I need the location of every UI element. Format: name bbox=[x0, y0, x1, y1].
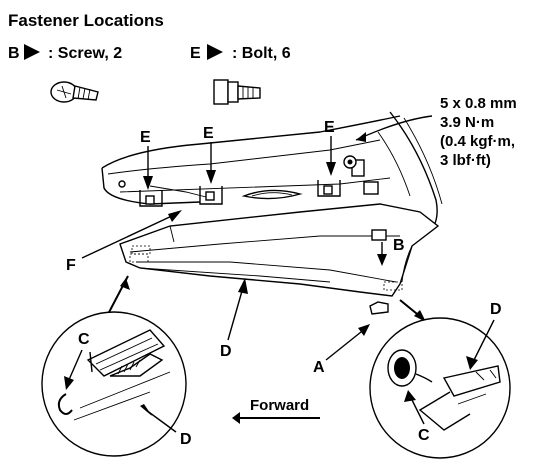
callout-a: A bbox=[313, 359, 325, 376]
callout-d-right: D bbox=[490, 301, 502, 318]
side-sill-panel bbox=[119, 203, 440, 297]
forward-indicator: Forward bbox=[232, 397, 320, 424]
torque-spec-line-2: 3.9 N·m bbox=[440, 114, 494, 131]
legend-screw-letter: B bbox=[8, 45, 20, 62]
legend-bolt-letter: E bbox=[190, 45, 201, 62]
torque-leader bbox=[355, 115, 433, 141]
legend-screw-arrow-icon bbox=[24, 44, 40, 60]
detail-right-circle bbox=[369, 317, 511, 459]
callout-c-left: C bbox=[78, 331, 90, 348]
torque-spec: 5 x 0.8 mm 3.9 N·m (0.4 kgf·m, 3 lbf·ft) bbox=[440, 95, 517, 169]
callout-f: F bbox=[66, 257, 76, 274]
legend-bolt-label: : Bolt, 6 bbox=[232, 45, 291, 62]
bracket-e-right bbox=[317, 180, 341, 197]
torque-spec-line-1: 5 x 0.8 mm bbox=[440, 95, 517, 112]
torque-spec-line-4: 3 lbf·ft) bbox=[440, 152, 491, 169]
torque-spec-line-3: (0.4 kgf·m, bbox=[440, 133, 515, 150]
legend-screw-label: : Screw, 2 bbox=[48, 45, 122, 62]
forward-arrow-icon bbox=[232, 412, 240, 424]
callout-d-panel: D bbox=[220, 343, 232, 360]
vehicle-body-panel bbox=[101, 111, 443, 233]
clip-a bbox=[369, 301, 389, 315]
bracket-e-center bbox=[199, 186, 223, 205]
forward-label: Forward bbox=[250, 397, 309, 414]
callout-d-left: D bbox=[180, 431, 192, 448]
detail-left-circle bbox=[41, 311, 187, 457]
callout-b: B bbox=[393, 237, 405, 254]
legend-screw: B : Screw, 2 bbox=[8, 44, 122, 62]
callout-c-right: C bbox=[418, 427, 430, 444]
bracket-e-left bbox=[139, 190, 163, 207]
legend-bolt: E : Bolt, 6 bbox=[190, 44, 291, 62]
callout-e-center: E bbox=[203, 125, 214, 142]
callout-e-left: E bbox=[140, 129, 151, 146]
legend-bolt-arrow-icon bbox=[207, 44, 223, 60]
callout-e-right: E bbox=[324, 119, 335, 136]
bolt-icon bbox=[213, 79, 261, 105]
diagram-title: Fastener Locations bbox=[8, 11, 164, 30]
screw-icon bbox=[50, 81, 99, 103]
